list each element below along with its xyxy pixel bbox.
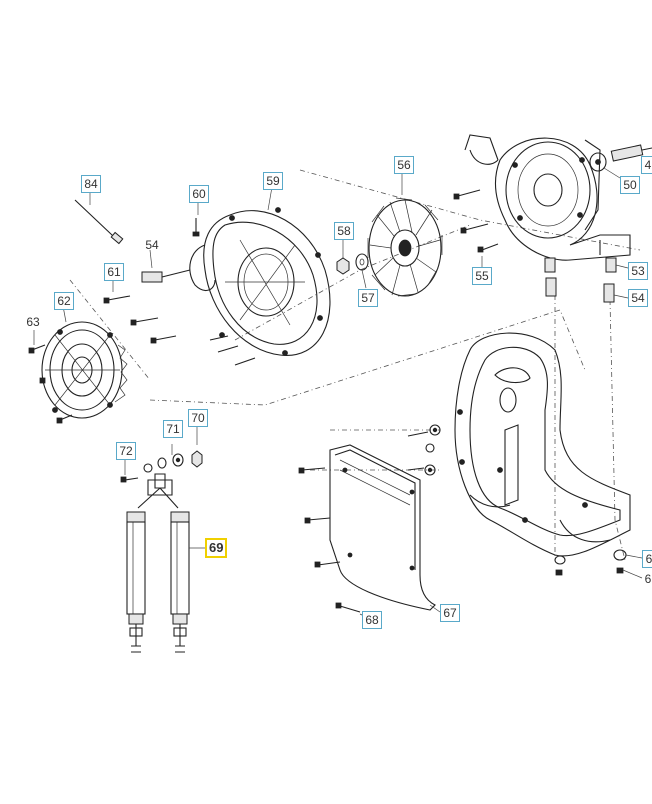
part-60-screw — [192, 200, 200, 237]
callout-84[interactable]: 84 — [81, 175, 101, 193]
part-55-screws — [453, 189, 499, 268]
part-57-washer — [355, 253, 369, 289]
part-63-screw — [28, 330, 73, 424]
callout-67[interactable]: 67 — [440, 604, 460, 622]
frame-hardware — [407, 424, 643, 579]
callout-57[interactable]: 57 — [358, 289, 378, 307]
part-84-wire — [74, 190, 124, 245]
callout-55[interactable]: 55 — [472, 267, 492, 285]
callout-72[interactable]: 72 — [116, 442, 136, 460]
callout-56[interactable]: 56 — [394, 156, 414, 174]
callout-50[interactable]: 50 — [620, 176, 640, 194]
part-54-connector — [141, 249, 191, 283]
part-54-damper — [545, 277, 629, 303]
callout-68[interactable]: 68 — [362, 611, 382, 629]
callout-6-washer[interactable]: 6 — [642, 550, 652, 568]
assembly-lines — [69, 169, 641, 561]
callout-53[interactable]: 53 — [628, 262, 648, 280]
callout-58[interactable]: 58 — [334, 222, 354, 240]
part-68-screw — [335, 602, 365, 617]
callout-54-connector[interactable]: 54 — [145, 238, 159, 252]
part-71-washer — [143, 444, 184, 473]
part-67-back-plate — [298, 444, 441, 613]
backpack-frame — [454, 332, 631, 557]
part-58-nut — [336, 238, 350, 275]
callout-69[interactable]: 69 — [205, 538, 228, 558]
part-53-damper — [544, 257, 629, 273]
blower-back-housing — [464, 134, 631, 261]
part-61-screws — [103, 278, 177, 344]
part-56-impeller — [367, 172, 443, 297]
callout-71[interactable]: 71 — [163, 420, 183, 438]
callout-61[interactable]: 61 — [104, 263, 124, 281]
callout-70[interactable]: 70 — [188, 409, 208, 427]
part-70-nut — [191, 426, 203, 468]
callout-63[interactable]: 63 — [26, 315, 40, 329]
callout-62[interactable]: 62 — [54, 292, 74, 310]
part-50-washer — [589, 152, 621, 179]
part-72-screw — [120, 458, 139, 483]
part-4-bolt — [610, 144, 652, 162]
callout-54-damper[interactable]: 54 — [628, 289, 648, 307]
callout-60[interactable]: 60 — [189, 185, 209, 203]
callout-6-screw[interactable]: 6 — [644, 572, 652, 586]
part-59-fan-housing — [189, 186, 331, 366]
callout-4[interactable]: 4 — [641, 156, 652, 174]
part-62-starter-cover — [39, 305, 128, 419]
callout-59[interactable]: 59 — [263, 172, 283, 190]
part-69-harness — [126, 473, 206, 653]
